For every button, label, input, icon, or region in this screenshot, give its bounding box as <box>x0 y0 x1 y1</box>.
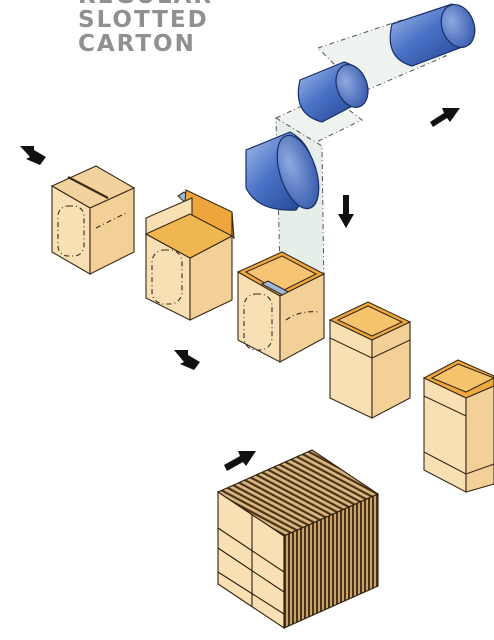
arrow-icon <box>224 451 256 471</box>
carton-filling <box>236 251 326 363</box>
arrow-icon <box>174 350 200 370</box>
carton-closing <box>144 189 235 321</box>
title-line-1: REGULAR <box>78 0 213 8</box>
roller-lower <box>245 131 320 211</box>
roller-top <box>389 3 476 67</box>
diagram-title: REGULAR SLOTTED CARTON <box>78 0 213 56</box>
roller-middle <box>297 61 369 123</box>
arrows <box>20 108 460 471</box>
flat-blank-stack <box>216 449 380 630</box>
open-carton-right <box>422 359 494 493</box>
arrow-icon <box>20 146 46 165</box>
sealed-carton <box>50 165 136 275</box>
open-carton <box>328 301 412 419</box>
arrow-icon <box>338 195 354 228</box>
title-line-2: SLOTTED <box>78 7 209 33</box>
arrow-icon <box>430 108 460 127</box>
title-line-3: CARTON <box>78 31 196 57</box>
